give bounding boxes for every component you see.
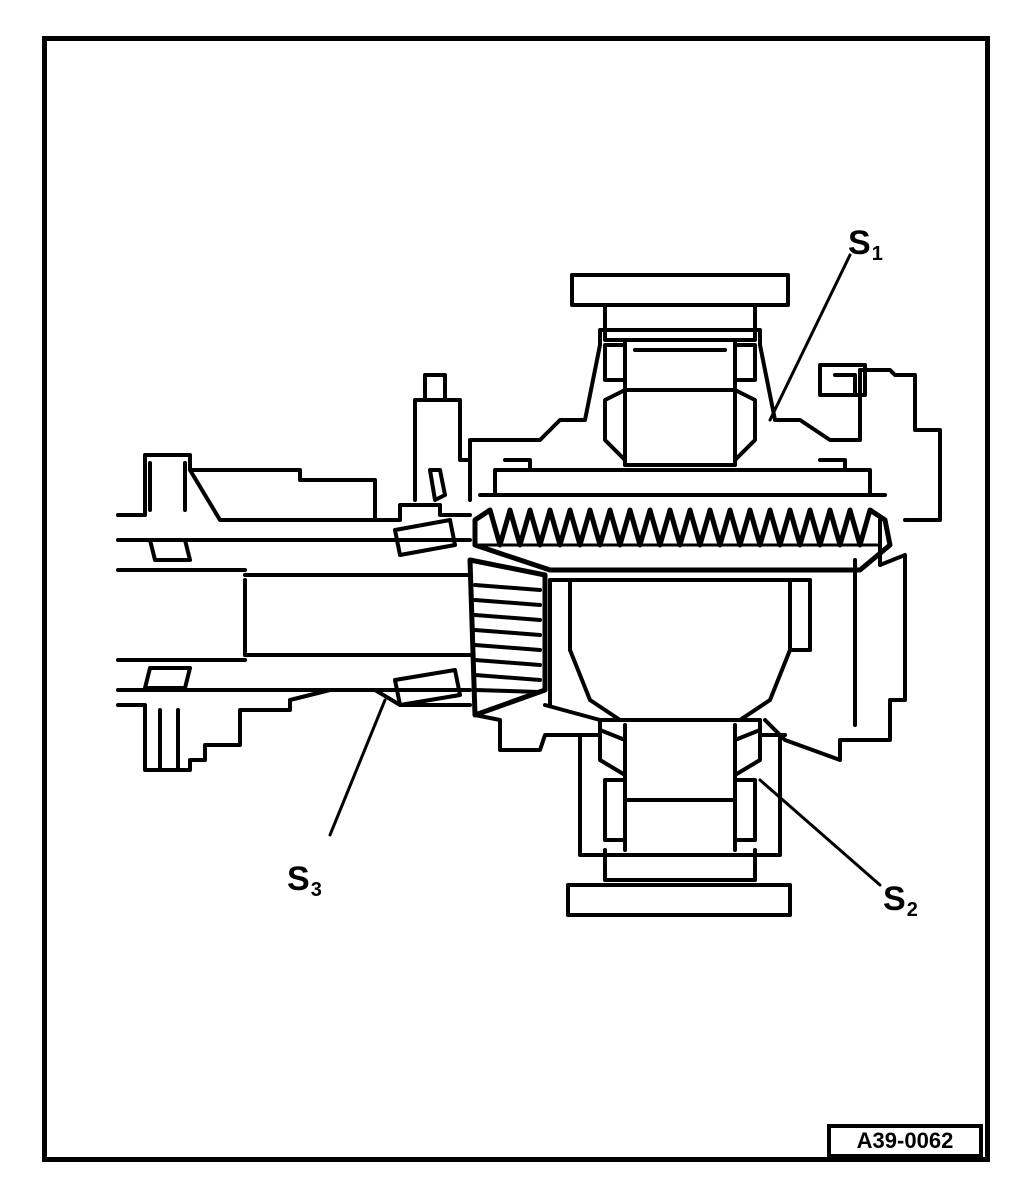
callout-s1: S1 (848, 224, 883, 265)
s3-leader (328, 698, 387, 837)
callout-s2: S2 (883, 880, 918, 921)
ring-gear (472, 458, 893, 573)
lower-flange (566, 718, 792, 917)
callout-s3: S3 (287, 860, 322, 901)
pinion-gear (467, 557, 548, 718)
figure-reference-label: A39-0062 (827, 1124, 983, 1158)
s1-leader (768, 253, 852, 422)
left-housing (116, 453, 472, 772)
differential-case (473, 518, 907, 762)
s2-leader (758, 778, 882, 887)
figure-frame (42, 36, 990, 1162)
upper-housing (413, 273, 942, 522)
